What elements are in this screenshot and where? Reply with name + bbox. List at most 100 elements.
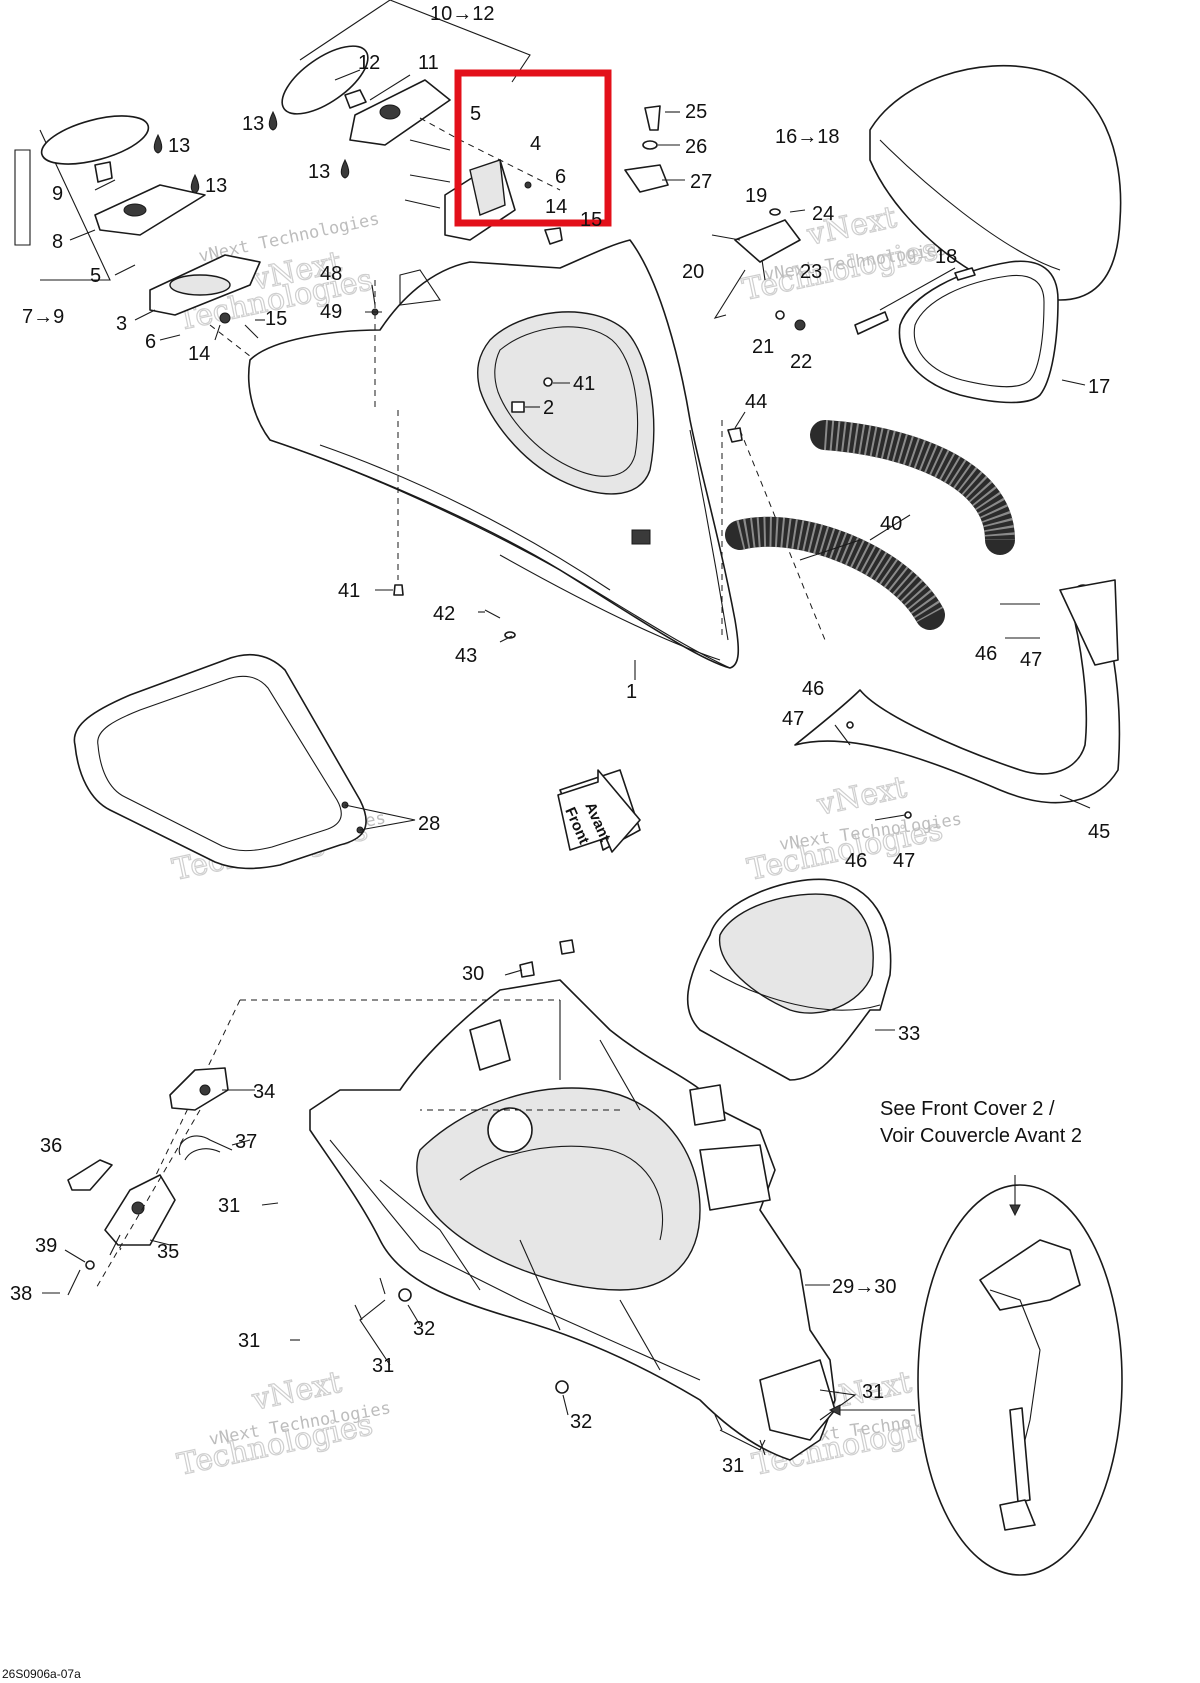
bracket-7-9 xyxy=(14,149,31,246)
callout-14: 14 xyxy=(188,343,210,365)
callout-41: 41 xyxy=(338,580,360,602)
callout-25: 25 xyxy=(685,101,707,123)
frame-front-mount xyxy=(759,1359,836,1441)
arrow-leader xyxy=(719,269,746,311)
callout-leaders xyxy=(42,69,1091,1416)
callout-47: 47 xyxy=(1020,649,1042,671)
callout-46: 46 xyxy=(845,850,867,872)
callout-6: 6 xyxy=(145,331,156,353)
storage-seal-17 xyxy=(854,260,1059,404)
callout-15: 15 xyxy=(265,308,287,330)
leader-latch xyxy=(94,1109,201,1291)
diagram-code: 26S0906a-07a xyxy=(2,1667,81,1681)
callout-38: 38 xyxy=(10,1283,32,1305)
callout-31: 31 xyxy=(218,1195,240,1217)
front-cover-1 xyxy=(247,239,826,669)
inset-strut xyxy=(1009,1407,1031,1503)
trim-45 xyxy=(794,579,1121,821)
callout-labels: 10→12 12 11 13 13 13 13 9 8 7→9 5 3 6 14… xyxy=(10,3,1110,1477)
cover-nose-line xyxy=(689,429,729,641)
cover-contour-1 xyxy=(319,444,611,591)
seal-outer xyxy=(898,260,1059,404)
callout-6: 6 xyxy=(555,166,566,188)
front-arrow: Front Avant xyxy=(557,769,641,853)
leader-39 xyxy=(64,1249,86,1263)
nut-30a xyxy=(519,961,535,978)
callout-13: 13 xyxy=(205,175,227,197)
opening-rim xyxy=(494,326,639,477)
hose-lower-ribs xyxy=(736,516,944,623)
latch-hardware xyxy=(624,105,806,331)
callout-40: 40 xyxy=(880,513,902,535)
inset-arrow-head xyxy=(1009,1204,1021,1217)
mirror-assembly-left xyxy=(14,115,261,361)
leader-14a xyxy=(214,324,221,341)
screw-31e xyxy=(714,1414,723,1431)
callout-5: 5 xyxy=(90,265,101,287)
callout-24: 24 xyxy=(812,203,834,225)
mirror-base-left xyxy=(94,184,206,236)
screw-46d xyxy=(874,814,906,821)
callout-23: 23 xyxy=(800,261,822,283)
frame-bay-rim xyxy=(459,1145,664,1241)
lid-16 xyxy=(869,64,1122,301)
callout-1: 1 xyxy=(626,681,637,703)
gasket-outer xyxy=(73,654,367,870)
washer-47b xyxy=(846,721,854,729)
mirror-stem-left xyxy=(94,161,113,183)
washer-47c xyxy=(904,811,912,819)
screw-46c xyxy=(834,724,851,746)
highlighted-mirror-housing xyxy=(404,69,612,245)
callout-20: 20 xyxy=(682,261,704,283)
bracket-line xyxy=(299,0,531,83)
inset-arm xyxy=(989,1289,1041,1461)
inset-front-cover-2 xyxy=(828,1175,1123,1576)
leader-9 xyxy=(94,179,116,191)
callout-13: 13 xyxy=(168,135,190,157)
callout-10-12: 10→12 xyxy=(430,3,495,25)
callout-21: 21 xyxy=(752,336,774,358)
callout-26: 26 xyxy=(685,136,707,158)
callout-28: 28 xyxy=(418,813,440,835)
callout-22: 22 xyxy=(790,351,812,373)
leader-40b xyxy=(799,539,861,561)
callout-19: 19 xyxy=(745,185,767,207)
leader-32a xyxy=(407,1304,421,1326)
screw-20 xyxy=(711,234,741,241)
screw-48 xyxy=(371,284,376,306)
leader-37 xyxy=(231,1139,251,1146)
mirror-stem xyxy=(344,89,367,109)
callout-31: 31 xyxy=(862,1381,884,1403)
frame-strut-1 xyxy=(379,1179,481,1291)
callout-41: 41 xyxy=(573,373,595,395)
see-front-cover-note: See Front Cover 2 / Voir Couvercle Avant… xyxy=(880,1098,1082,1147)
frame-strut-5 xyxy=(619,1299,661,1371)
nut-32b xyxy=(555,1380,569,1394)
cover-detail xyxy=(399,269,441,306)
callout-12: 12 xyxy=(358,52,380,74)
mirror-pivot-left xyxy=(123,203,147,217)
storage-opening xyxy=(477,311,655,495)
inset-hinge xyxy=(979,1239,1081,1311)
screw-31f xyxy=(759,1439,766,1456)
leader-30 xyxy=(504,969,523,976)
fastener-41a xyxy=(543,377,553,387)
leader-32b xyxy=(562,1394,569,1416)
callout-39: 39 xyxy=(35,1235,57,1257)
front-arrow-polygon xyxy=(557,769,641,853)
screw-25 xyxy=(644,105,661,131)
leader-11 xyxy=(369,74,411,101)
callout-14: 14 xyxy=(545,196,567,218)
callout-32: 32 xyxy=(570,1411,592,1433)
bracket-lines xyxy=(39,129,111,281)
nut-30b xyxy=(559,939,575,955)
watermark-5: vNext Technologies vNext Technologies xyxy=(174,1364,393,1483)
screw-38 xyxy=(67,1269,81,1296)
frame-bracket-1 xyxy=(469,1019,511,1071)
screw-35 xyxy=(109,1234,121,1256)
nut-6 xyxy=(524,181,532,189)
latch-parts xyxy=(67,1067,233,1296)
callout-17: 17 xyxy=(1088,376,1110,398)
hinge-19 xyxy=(734,219,801,263)
